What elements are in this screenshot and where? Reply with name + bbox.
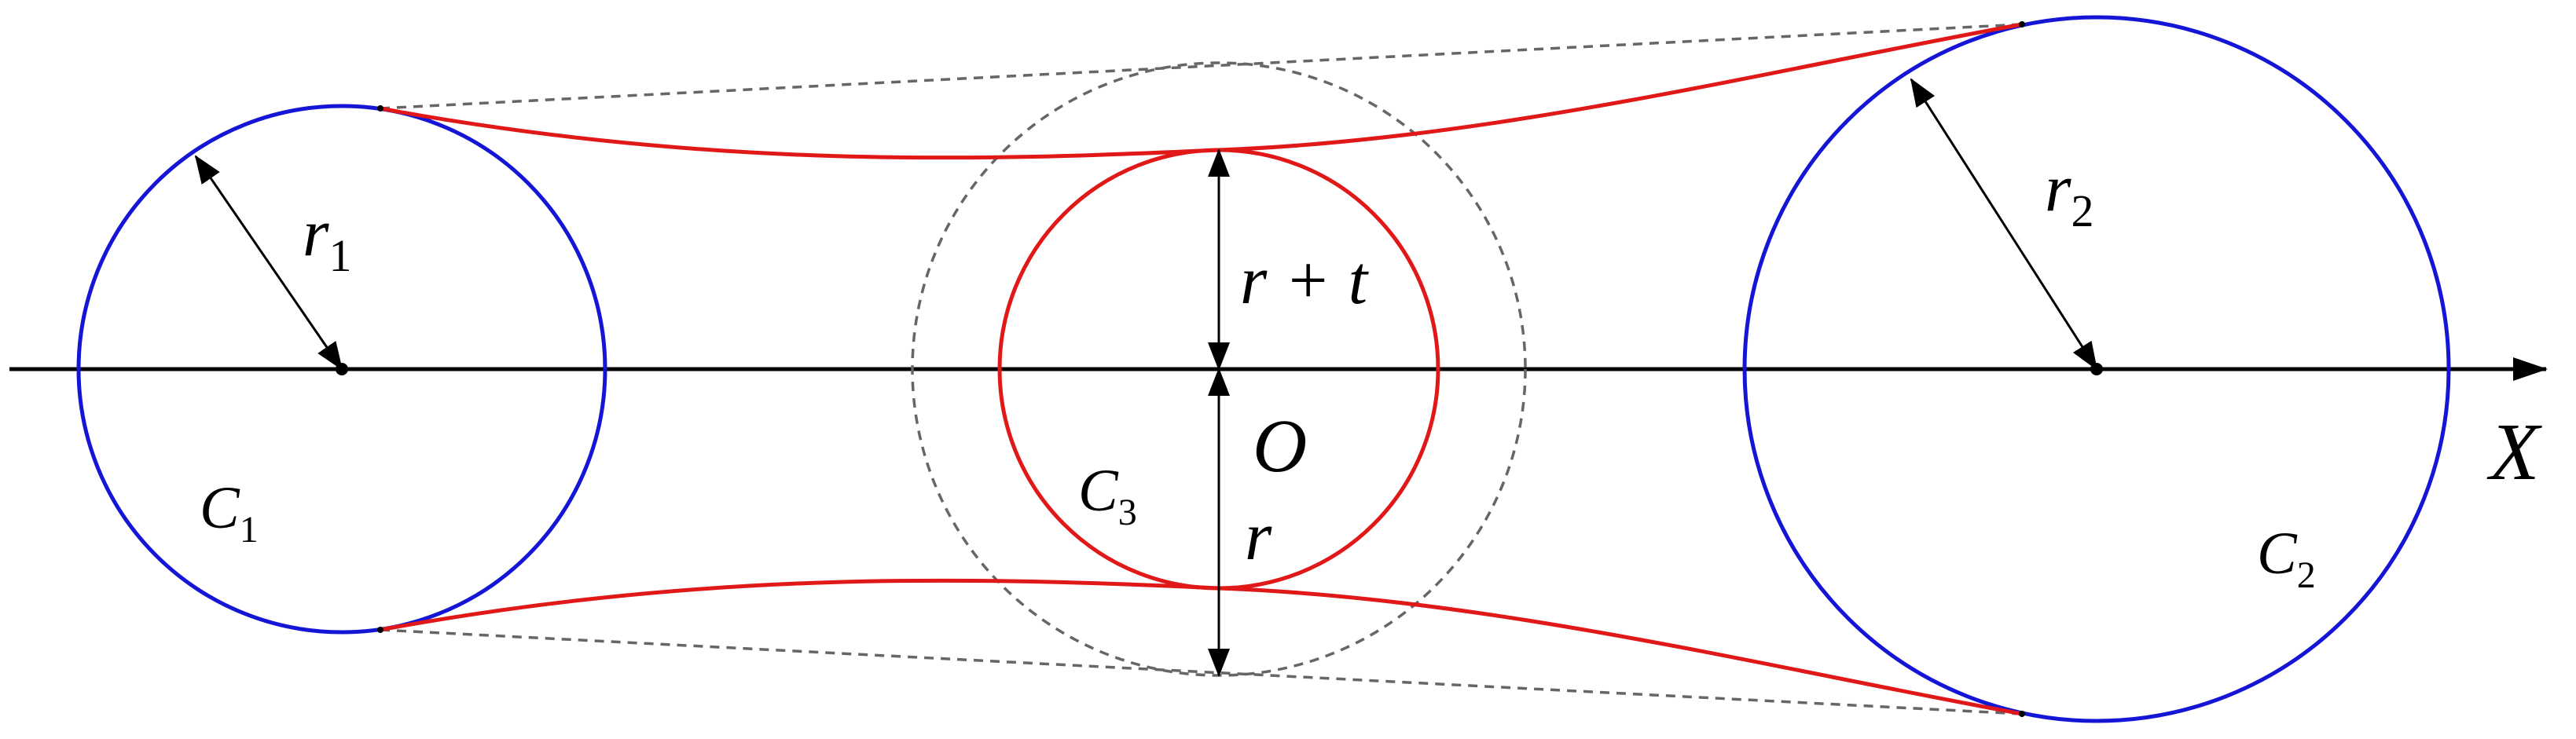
dashed-tangent-top: [380, 23, 2023, 110]
radius-arrow-r2: [1910, 78, 2098, 371]
belt-curve-bottom: [380, 578, 2023, 716]
label-r1: r1: [303, 195, 351, 281]
tangent-point-c2-bottom: [2019, 711, 2025, 717]
label-c1: C1: [200, 475, 259, 551]
label-axis-x: X: [2486, 407, 2542, 497]
tangent-point-c1-bottom: [377, 627, 383, 633]
label-r: r: [1245, 499, 1272, 575]
label-r2: r2: [2045, 150, 2093, 236]
tangent-point-c2-top: [2019, 21, 2025, 27]
tangent-point-c1-top: [377, 105, 383, 112]
belt-curve-top: [380, 22, 2023, 160]
circle-c1: [76, 104, 607, 635]
label-origin: O: [1253, 404, 1307, 488]
label-c3: C3: [1078, 458, 1137, 533]
circle-c2: [1742, 15, 2451, 723]
radius-arrow-r1: [194, 155, 343, 371]
label-r-plus-t: r + t: [1240, 243, 1370, 319]
label-c2: C2: [2257, 521, 2316, 596]
dashed-tangent-bottom: [380, 628, 2023, 715]
